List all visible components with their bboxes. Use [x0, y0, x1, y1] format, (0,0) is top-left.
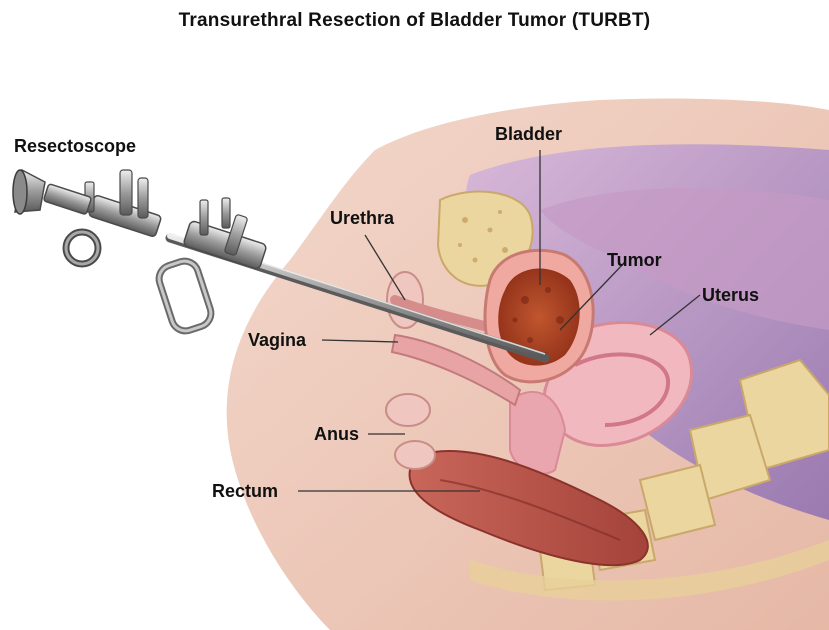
label-rectum: Rectum [212, 481, 278, 502]
label-resectoscope: Resectoscope [14, 136, 136, 157]
label-vagina: Vagina [248, 330, 306, 351]
label-bladder: Bladder [495, 124, 562, 145]
label-uterus: Uterus [702, 285, 759, 306]
label-urethra: Urethra [330, 208, 394, 229]
label-anus: Anus [314, 424, 359, 445]
label-tumor: Tumor [607, 250, 662, 271]
diagram-title: Transurethral Resection of Bladder Tumor… [0, 10, 829, 32]
